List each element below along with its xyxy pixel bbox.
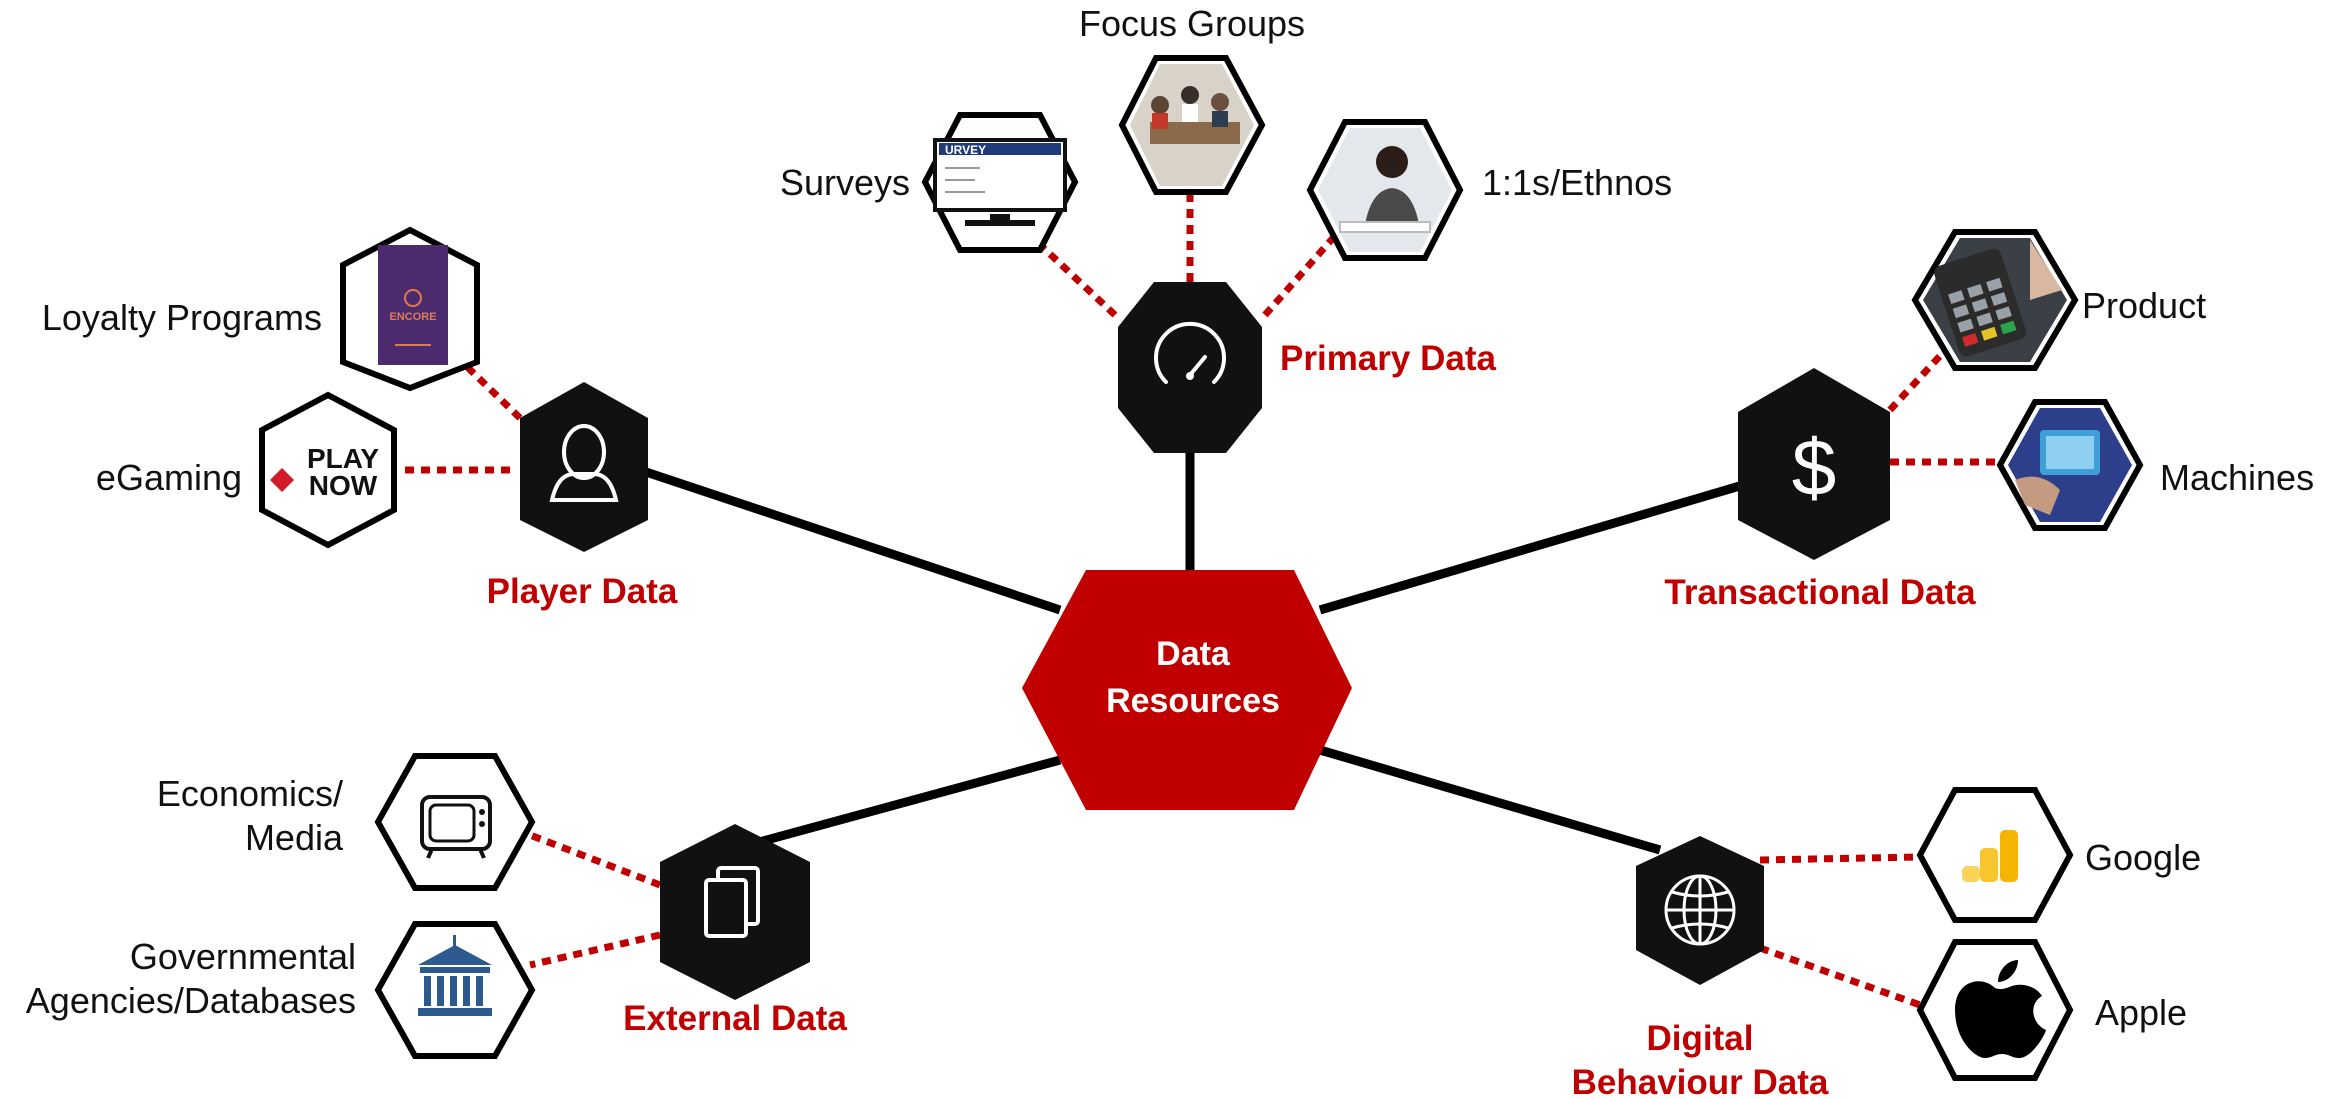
payment-terminal-photo bbox=[1923, 238, 2067, 362]
egaming-node: PLAY NOW eGaming bbox=[96, 391, 397, 549]
egaming-label: eGaming bbox=[96, 457, 242, 498]
playnow-text-line1: PLAY bbox=[307, 443, 379, 474]
encore-text: ENCORE bbox=[389, 311, 436, 323]
one-on-one-node: 1:1s/Ethnos bbox=[1306, 119, 1672, 261]
governmental-label-line1: Governmental bbox=[130, 936, 356, 977]
digital-data-hub: Digital Behaviour Data bbox=[1572, 836, 1829, 1099]
survey-monitor-icon: URVEY bbox=[933, 138, 1067, 226]
gauge-icon bbox=[1154, 322, 1226, 384]
center-node: Data Resources bbox=[1022, 570, 1352, 810]
external-data-label: External Data bbox=[623, 999, 847, 1038]
primary-data-hub: Primary Data bbox=[1118, 282, 1496, 453]
machines-node: Machines bbox=[1996, 399, 2314, 531]
dollar-icon: $ bbox=[1792, 423, 1837, 512]
meeting-photo bbox=[1130, 64, 1254, 186]
focus-groups-label: Focus Groups bbox=[1079, 3, 1305, 44]
documents-icon bbox=[704, 866, 760, 938]
person-icon bbox=[549, 424, 619, 502]
loyalty-node: ENCORE Loyalty Programs bbox=[42, 226, 480, 392]
governmental-node: Governmental Agencies/Databases bbox=[26, 921, 536, 1059]
encore-card-image: ENCORE bbox=[378, 245, 448, 365]
main-connectors bbox=[638, 430, 1762, 855]
playnow-text-line2: NOW bbox=[309, 470, 378, 501]
google-analytics-icon bbox=[1962, 830, 2018, 882]
one-on-one-label: 1:1s/Ethnos bbox=[1482, 162, 1672, 203]
google-label: Google bbox=[2085, 837, 2201, 878]
apple-node: Apple bbox=[1916, 939, 2187, 1081]
interview-photo bbox=[1318, 128, 1452, 252]
transactional-data-hub: $ Transactional Data bbox=[1664, 368, 1976, 612]
apple-label: Apple bbox=[2095, 992, 2187, 1033]
surveys-node: URVEY Surveys bbox=[780, 112, 1079, 253]
government-building-icon bbox=[418, 935, 492, 1016]
apple-logo-icon bbox=[1955, 960, 2046, 1058]
product-node: Product bbox=[1911, 229, 2206, 371]
source-connectors bbox=[400, 190, 2000, 1009]
center-title-line1: Data bbox=[1156, 635, 1231, 673]
product-label: Product bbox=[2082, 285, 2206, 326]
survey-header-text: URVEY bbox=[945, 143, 986, 157]
transactional-data-label: Transactional Data bbox=[1664, 573, 1976, 612]
machines-label: Machines bbox=[2160, 457, 2314, 498]
external-data-hub: External Data bbox=[623, 824, 847, 1038]
tv-icon bbox=[420, 795, 492, 859]
surveys-label: Surveys bbox=[780, 162, 910, 203]
focus-groups-node: Focus Groups bbox=[1079, 3, 1305, 195]
digital-data-label-line1: Digital bbox=[1647, 1019, 1754, 1058]
center-title-line2: Resources bbox=[1106, 682, 1280, 720]
globe-icon bbox=[1664, 874, 1736, 946]
economics-media-node: Economics/ Media bbox=[157, 753, 536, 891]
digital-data-label-line2: Behaviour Data bbox=[1572, 1063, 1829, 1099]
economics-label-line1: Economics/ bbox=[157, 773, 343, 814]
google-node: Google bbox=[1916, 787, 2201, 923]
player-data-label: Player Data bbox=[487, 572, 678, 611]
governmental-label-line2: Agencies/Databases bbox=[26, 980, 356, 1021]
playnow-logo: PLAY NOW bbox=[270, 443, 379, 501]
economics-label-line2: Media bbox=[245, 817, 344, 858]
loyalty-label: Loyalty Programs bbox=[42, 297, 322, 338]
slot-machine-photo bbox=[2008, 408, 2132, 522]
player-data-hub: Player Data bbox=[487, 382, 678, 611]
primary-data-label: Primary Data bbox=[1280, 339, 1496, 378]
